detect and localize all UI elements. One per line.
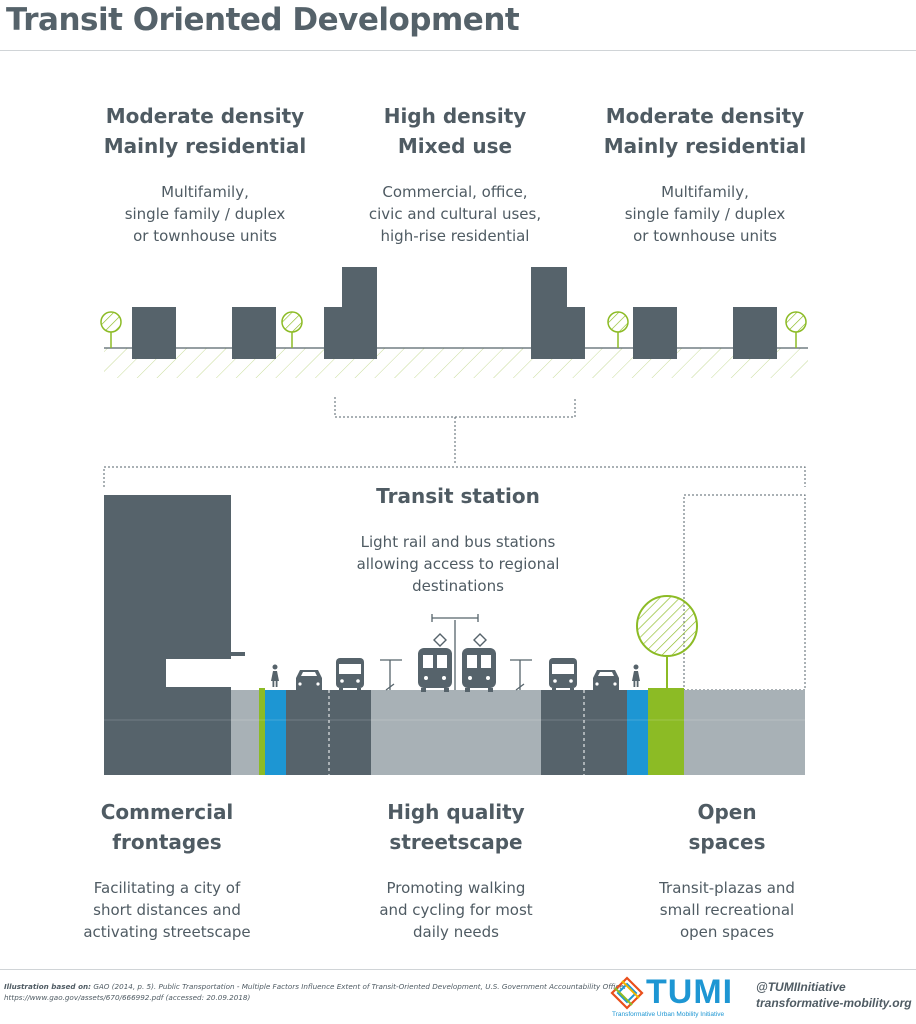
building-house-2: [232, 307, 276, 359]
top-center-heading: High density Mixed use: [383, 104, 527, 158]
top-right-heading: Moderate density Mainly residential: [603, 104, 807, 158]
tree-icon: [636, 595, 698, 690]
bus-lane-right: [541, 690, 584, 775]
tumi-logo-icon: [610, 976, 644, 1010]
page-title: Transit Oriented Development: [6, 2, 520, 38]
station-text: Light rail and bus stations allowing acc…: [356, 533, 560, 595]
building-highrise-right: [531, 267, 585, 359]
footer-url[interactable]: https://www.gao.gov/assets/670/666992.pd…: [4, 993, 251, 1002]
tree-icon: [100, 311, 122, 348]
car-lane-right: [584, 690, 627, 775]
car-lane-left: [286, 690, 329, 775]
green-strip-left: [259, 688, 265, 775]
building-house-3: [633, 307, 677, 359]
footer-citation: Illustration based on: GAO (2014, p. 5).…: [4, 981, 626, 992]
bus-icon: [549, 658, 577, 691]
bottom-right-heading: Open spaces: [688, 800, 766, 854]
street-section: [104, 688, 805, 775]
top-left-text: Multifamily, single family / duplex or t…: [124, 183, 286, 245]
tumi-logo-subtitle: Transformative Urban Mobility Initiative: [612, 1011, 725, 1018]
footer-citation-label: Illustration based on:: [4, 982, 92, 991]
footer-divider: [0, 969, 916, 970]
bike-lane-left: [265, 690, 286, 775]
building-house-1: [132, 307, 176, 359]
bottom-left-text: Facilitating a city of short distances a…: [83, 879, 251, 941]
tram-stop-icon: [380, 614, 532, 691]
pedestrian-icon: [271, 664, 279, 687]
commercial-building: [104, 495, 245, 775]
green-strip-right: [648, 688, 684, 775]
footer-citation-text: GAO (2014, p. 5). Public Transportation …: [93, 982, 627, 991]
bottom-right-text: Transit-plazas and small recreational op…: [659, 879, 795, 941]
car-icon: [593, 670, 619, 690]
bottom-left-heading: Commercial frontages: [100, 800, 234, 854]
tumi-logo-text: TUMI: [646, 973, 734, 1011]
tree-icon: [785, 311, 807, 348]
pedestrian-icon: [632, 664, 640, 687]
website-link[interactable]: transformative-mobility.org: [756, 996, 912, 1010]
tree-icon: [607, 311, 629, 348]
top-ground: [104, 347, 808, 378]
bus-icon: [336, 658, 364, 691]
bottom-center-text: Promoting walking and cycling for most d…: [379, 879, 533, 941]
twitter-handle[interactable]: @TUMIInitiative: [756, 980, 846, 994]
sidewalk-left: [231, 690, 259, 775]
top-center-text: Commercial, office, civic and cultural u…: [368, 183, 542, 245]
tram-icon: [462, 633, 496, 692]
bus-lane-left: [329, 690, 371, 775]
tram-icon: [418, 633, 452, 692]
station-platform: [371, 690, 541, 775]
title-divider: [0, 50, 916, 51]
open-space-plaza: [684, 690, 805, 775]
station-heading: Transit station: [376, 484, 540, 508]
bottom-center-heading: High quality streetscape: [387, 800, 525, 854]
tree-icon: [281, 311, 303, 348]
top-left-heading: Moderate density Mainly residential: [103, 104, 307, 158]
car-icon: [296, 670, 322, 690]
bike-lane-right: [627, 690, 648, 775]
building-highrise-left: [324, 267, 377, 359]
building-house-4: [733, 307, 777, 359]
top-right-text: Multifamily, single family / duplex or t…: [624, 183, 786, 245]
